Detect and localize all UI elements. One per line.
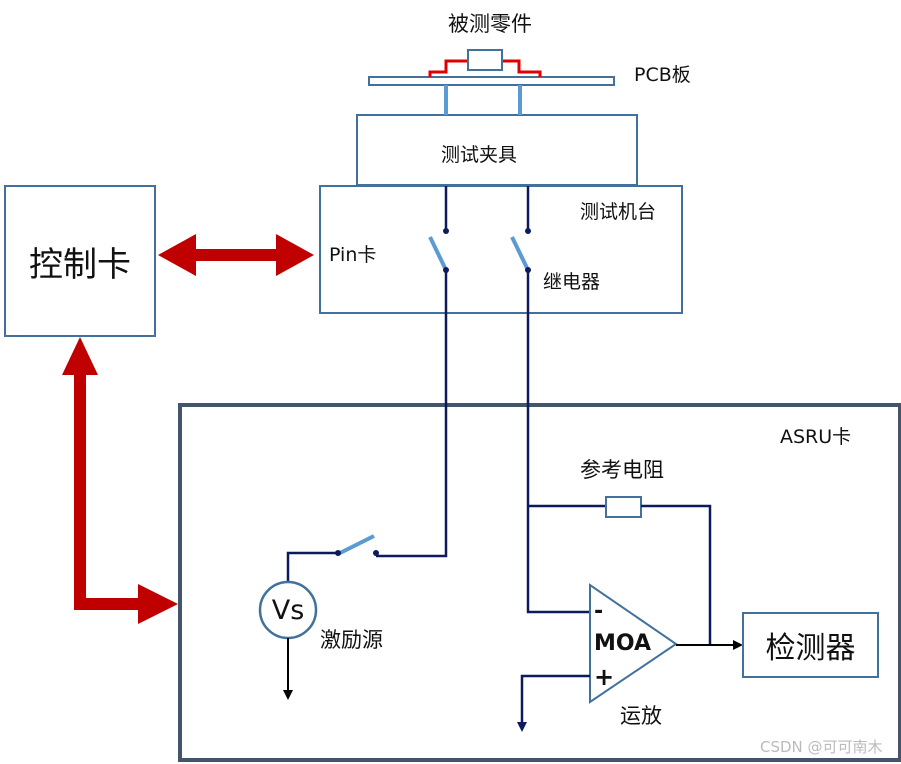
control-tester-double-arrow — [158, 234, 314, 276]
detector-label: 检测器 — [765, 631, 856, 666]
dut-component — [467, 49, 503, 71]
opamp-plus-label: + — [594, 663, 615, 691]
dut-trace-left — [428, 59, 468, 77]
vs-ground-arrow — [283, 690, 293, 700]
control-card-label: 控制卡 — [29, 244, 131, 285]
opamp-ground-arrow — [517, 722, 527, 732]
fixture-label: 测试夹具 — [441, 144, 518, 166]
watermark: CSDN @可可南木 — [760, 738, 883, 756]
relay-label: 继电器 — [543, 271, 601, 293]
pin-card-label: Pin卡 — [329, 244, 377, 266]
relay-contact — [525, 228, 531, 234]
vs-label: Vs — [271, 594, 305, 626]
output-arrow — [733, 640, 743, 650]
dut-label: 被测零件 — [448, 12, 532, 36]
opamp-minus-label: - — [594, 599, 604, 624]
dut-trace-right — [502, 59, 542, 77]
ref-resistor — [605, 496, 642, 518]
asru-card-box — [178, 403, 901, 762]
wire-to-vs — [286, 551, 338, 590]
opamp-caption: 运放 — [620, 704, 662, 728]
ref-resistor-label: 参考电阻 — [580, 458, 664, 482]
relay-switch-right — [510, 236, 530, 271]
opamp-triangle — [589, 583, 678, 704]
wire-excitation — [376, 270, 448, 558]
wire-ref-right — [641, 504, 712, 645]
relay-switch-left — [428, 236, 448, 271]
test-fixture-box — [356, 114, 638, 186]
detector-box — [742, 612, 879, 678]
relay-contact — [443, 228, 449, 234]
pcb-label: PCB板 — [634, 64, 691, 86]
wire-opamp-plus — [520, 674, 590, 722]
tester-box — [319, 185, 683, 314]
excitation-switch — [337, 534, 375, 556]
tester-label: 测试机台 — [580, 201, 657, 223]
wire-opamp-minus — [526, 270, 590, 614]
switch-contact — [373, 550, 379, 556]
asru-card-label: ASRU卡 — [780, 426, 852, 448]
excitation-label: 激励源 — [320, 628, 383, 652]
control-card-box — [4, 185, 156, 337]
control-asru-arrow — [62, 337, 178, 624]
pcb-board — [368, 76, 615, 86]
opamp-name-label: MOA — [594, 631, 652, 656]
